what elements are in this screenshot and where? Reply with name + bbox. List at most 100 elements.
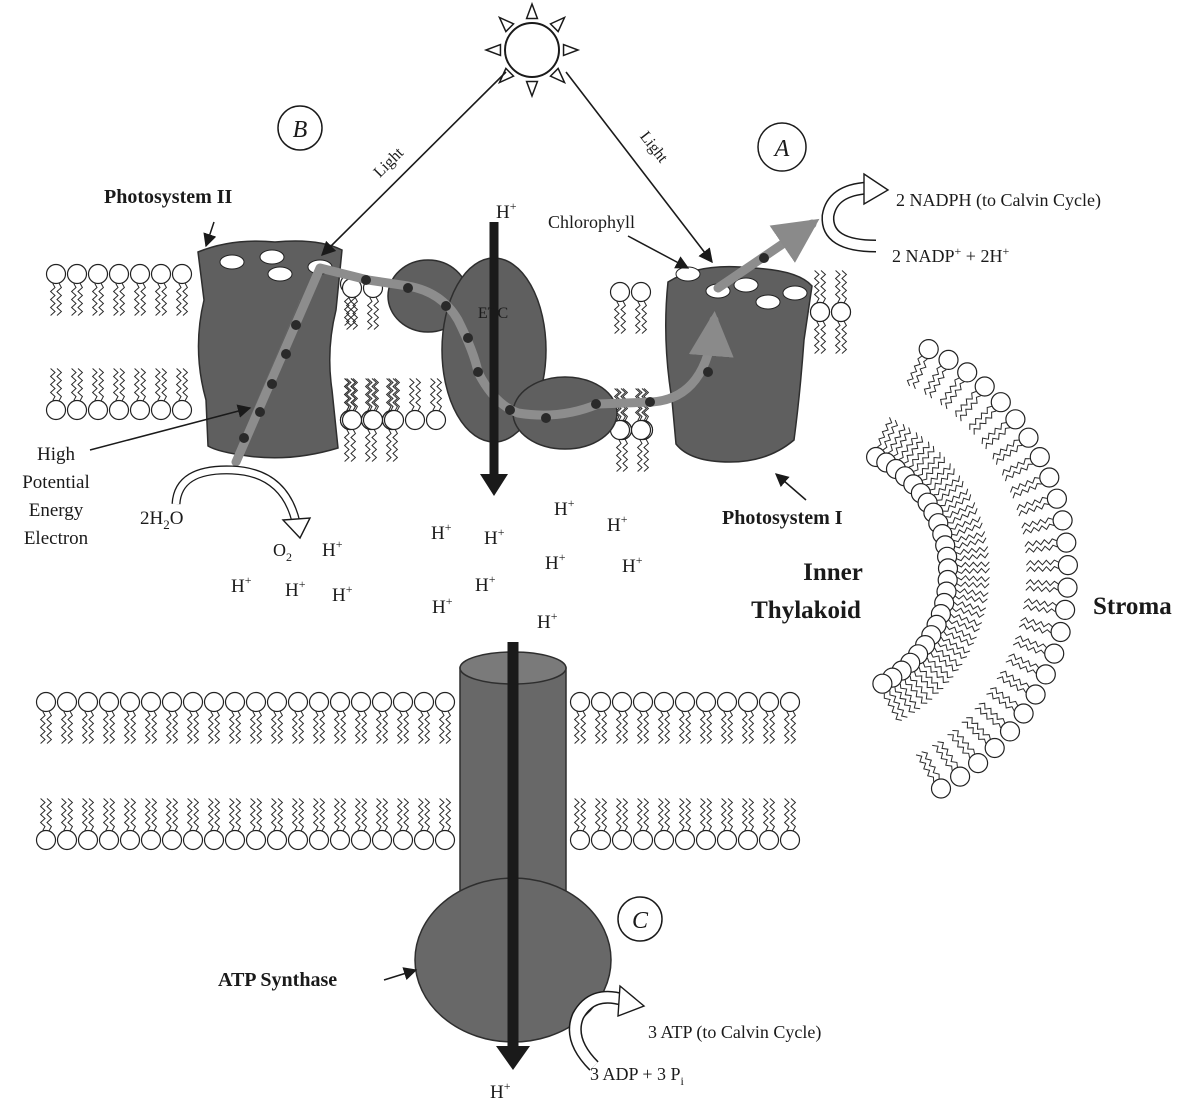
phospholipid bbox=[877, 350, 958, 472]
phospholipid bbox=[571, 799, 590, 850]
phospholipid bbox=[79, 799, 98, 850]
nadp-label-a: 2 NADP bbox=[892, 246, 955, 266]
phospholipid bbox=[676, 799, 695, 850]
phospholipid bbox=[58, 799, 77, 850]
sun-ray bbox=[550, 68, 564, 82]
electron-dot bbox=[441, 301, 451, 311]
psii-pointer-arrow bbox=[206, 222, 214, 246]
phospholipid bbox=[760, 693, 779, 744]
phospholipid bbox=[131, 265, 150, 316]
phospholipid bbox=[89, 369, 108, 420]
electron-dot bbox=[239, 433, 249, 443]
electron-dot bbox=[255, 407, 265, 417]
phospholipid bbox=[205, 693, 224, 744]
phospholipid bbox=[718, 693, 737, 744]
phospholipid bbox=[247, 799, 266, 850]
chlorophyll-spot bbox=[268, 267, 292, 281]
light-label-right: Light bbox=[636, 128, 671, 166]
phospholipid bbox=[142, 799, 161, 850]
phospholipid bbox=[718, 799, 737, 850]
label-c: C bbox=[632, 908, 649, 934]
electron-dot bbox=[505, 405, 515, 415]
etc-proton-arrowhead bbox=[480, 474, 508, 496]
phospholipid bbox=[152, 369, 171, 420]
phospholipid bbox=[427, 379, 446, 430]
phospholipid bbox=[58, 693, 77, 744]
phospholipid bbox=[613, 693, 632, 744]
chlorophyll-spot bbox=[676, 267, 700, 281]
phospholipid bbox=[697, 693, 716, 744]
phospholipid bbox=[247, 693, 266, 744]
chlorophyll-pointer-arrow bbox=[628, 236, 688, 268]
phospholipid bbox=[184, 799, 203, 850]
chlorophyll-spot bbox=[220, 255, 244, 269]
phospholipid bbox=[939, 556, 1078, 578]
hydrogen-ion: H+ bbox=[432, 594, 453, 618]
oxygen-label-sub: 2 bbox=[286, 550, 292, 564]
hydrogen-ion: H+ bbox=[622, 553, 643, 577]
water-label: 2H2O bbox=[140, 508, 183, 532]
atp-label: 3 ATP (to Calvin Cycle) bbox=[648, 1022, 821, 1043]
high-potential-label-4: Electron bbox=[24, 528, 89, 549]
phospholipid bbox=[121, 693, 140, 744]
label-a: A bbox=[773, 136, 790, 162]
hydrogen-ion: H+ bbox=[496, 199, 517, 223]
hydrogen-ion: H+ bbox=[490, 1079, 511, 1103]
adp-label-a: 3 ADP + 3 P bbox=[590, 1064, 681, 1084]
chlorophyll-spot bbox=[734, 278, 758, 292]
phospholipid bbox=[887, 363, 977, 479]
water-label-a: 2H bbox=[140, 508, 164, 529]
sun-ray bbox=[486, 45, 500, 56]
phospholipid bbox=[331, 799, 350, 850]
phospholipid bbox=[632, 283, 651, 334]
phospholipid bbox=[406, 379, 425, 430]
hydrogen-ion: H+ bbox=[475, 572, 496, 596]
phospholipid bbox=[152, 265, 171, 316]
phospholipid bbox=[268, 799, 287, 850]
sun-ray bbox=[527, 4, 538, 18]
phospholipid bbox=[634, 799, 653, 850]
phospholipid bbox=[205, 799, 224, 850]
phospholipid bbox=[655, 693, 674, 744]
etc-label: ETC bbox=[478, 305, 508, 322]
electron-dot bbox=[703, 367, 713, 377]
chlorophyll-spot bbox=[756, 295, 780, 309]
atp-synthase-label: ATP Synthase bbox=[218, 969, 337, 991]
phospholipid bbox=[739, 693, 758, 744]
phospholipid bbox=[173, 265, 192, 316]
phospholipid bbox=[79, 693, 98, 744]
phospholipid bbox=[634, 693, 653, 744]
phospholipid bbox=[592, 799, 611, 850]
phospholipid bbox=[927, 615, 1055, 684]
phospholipid bbox=[173, 369, 192, 420]
electron-dot bbox=[591, 399, 601, 409]
membrane-proteins bbox=[198, 241, 812, 1042]
phospholipid bbox=[613, 799, 632, 850]
electron-dot bbox=[541, 413, 551, 423]
atp-synthase-pointer-arrow bbox=[384, 970, 416, 980]
hydrogen-ion: H+ bbox=[554, 496, 575, 520]
phospholipid bbox=[904, 393, 1011, 494]
phospholipid bbox=[924, 448, 1049, 523]
nadp-label-b: + 2H bbox=[961, 246, 1002, 266]
phospholipid bbox=[110, 265, 129, 316]
phospholipid bbox=[415, 693, 434, 744]
phospholipid bbox=[883, 668, 970, 786]
phospholipid bbox=[436, 693, 455, 744]
phospholipid bbox=[163, 799, 182, 850]
phospholipid bbox=[436, 799, 455, 850]
phospholipid bbox=[331, 693, 350, 744]
sun-ray bbox=[527, 82, 538, 96]
electron-dot bbox=[281, 349, 291, 359]
phospholipid bbox=[611, 283, 630, 334]
phospholipid bbox=[760, 799, 779, 850]
electron-dot bbox=[361, 275, 371, 285]
phospholipid bbox=[922, 626, 1045, 704]
phospholipid bbox=[936, 511, 1072, 555]
phospholipid bbox=[697, 799, 716, 850]
phospholipid bbox=[832, 271, 851, 322]
nadph-label: 2 NADPH (to Calvin Cycle) bbox=[896, 190, 1101, 211]
phospholipid bbox=[781, 799, 800, 850]
label-b: B bbox=[293, 117, 308, 143]
